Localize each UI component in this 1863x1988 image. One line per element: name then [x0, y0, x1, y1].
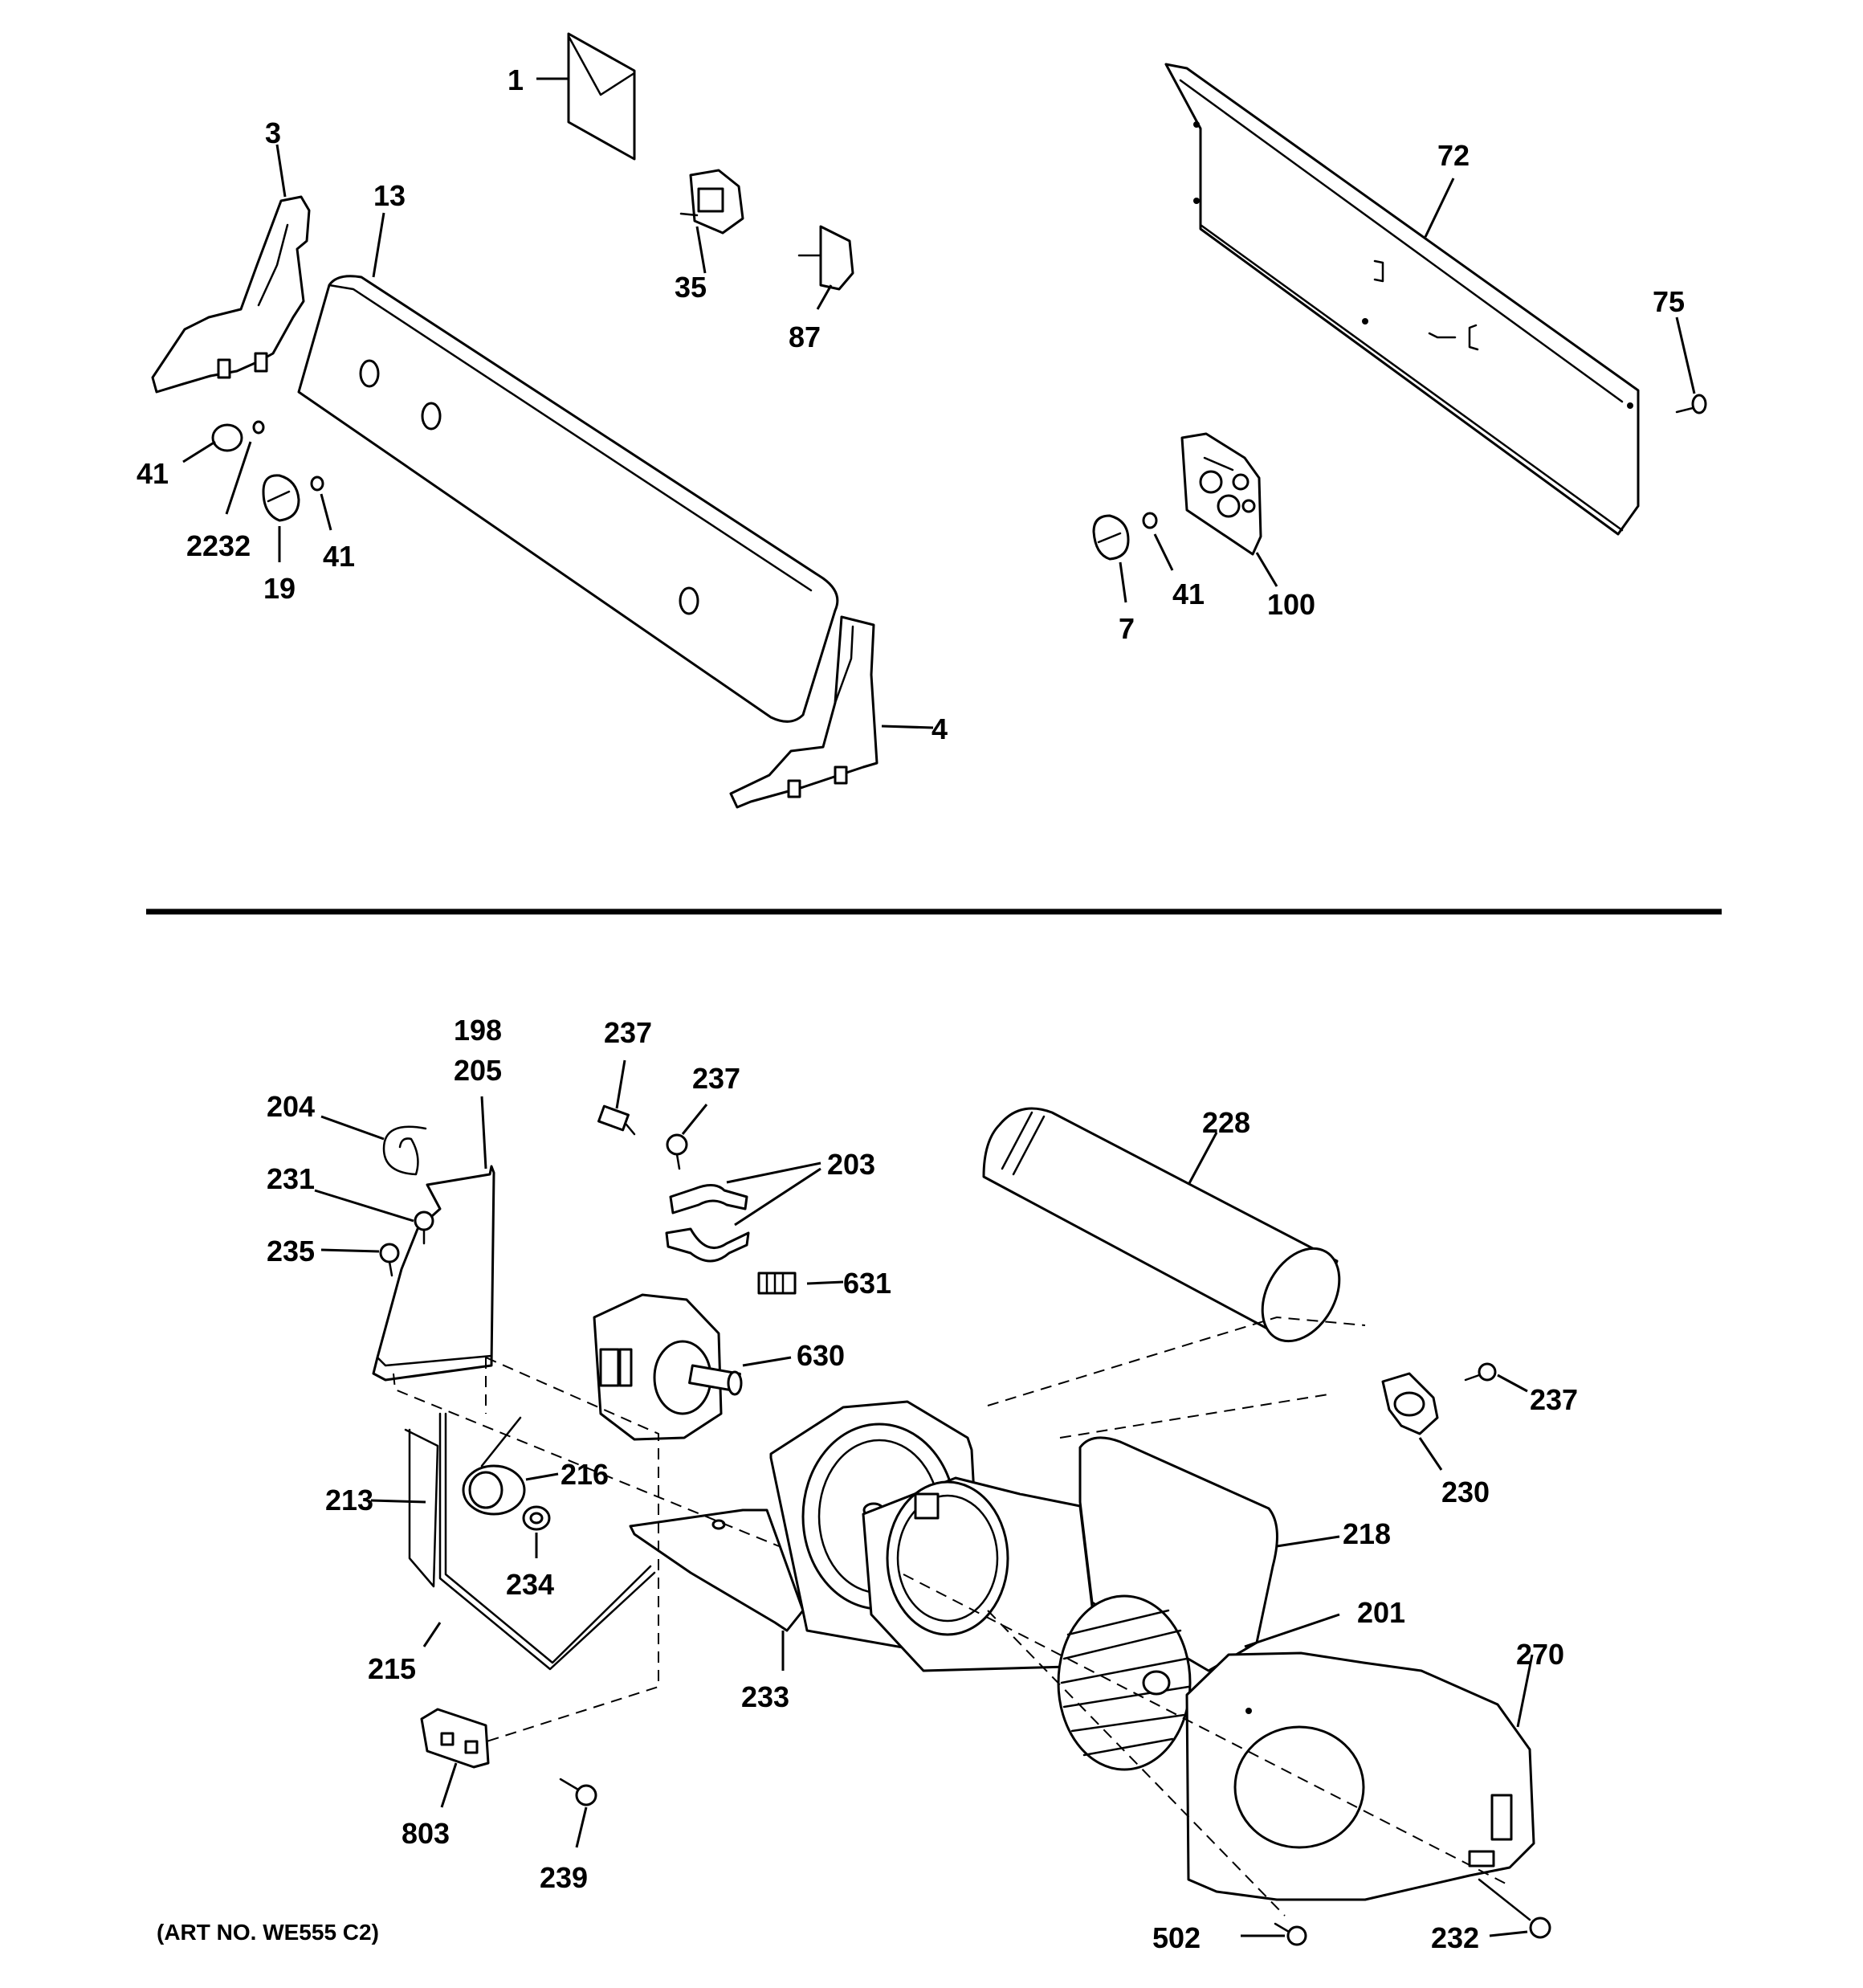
callout-41-c: 41: [1172, 578, 1205, 610]
callout-231: 231: [267, 1162, 315, 1195]
part-630-motor: [593, 1293, 743, 1441]
callout-228: 228: [1202, 1106, 1250, 1139]
callout-203: 203: [827, 1148, 875, 1181]
callout-204: 204: [267, 1090, 315, 1123]
part-19-knob: [262, 474, 300, 522]
callout-803: 803: [402, 1817, 450, 1850]
part-233-mount-plate: [629, 1508, 805, 1632]
callout-216: 216: [561, 1458, 609, 1491]
art-number-label: (ART NO. WE555 C2): [157, 1920, 379, 1945]
callout-205: 205: [454, 1054, 502, 1087]
callout-1: 1: [508, 63, 524, 96]
callout-232: 232: [1431, 1921, 1479, 1954]
part-502-screw: [1274, 1922, 1307, 1946]
callout-237-b: 237: [692, 1062, 740, 1095]
callout-502: 502: [1152, 1921, 1201, 1954]
part-232-screw: [1478, 1878, 1551, 1939]
callout-237-c: 237: [1530, 1383, 1578, 1416]
part-1-literature: [567, 32, 636, 161]
part-203-motor-clamp-upper: [669, 1184, 748, 1214]
callout-234: 234: [506, 1568, 554, 1601]
callout-41-a: 41: [137, 457, 169, 490]
part-41-knob-clip-b: [310, 476, 324, 492]
part-41-knob-clip-c: [1142, 512, 1158, 529]
callout-218: 218: [1343, 1517, 1391, 1550]
assembly-guide-lines: [393, 1316, 1506, 1917]
callout-239: 239: [540, 1861, 588, 1894]
callout-215: 215: [368, 1652, 416, 1685]
callout-270: 270: [1516, 1638, 1564, 1671]
part-215-idler-arm: [438, 1412, 656, 1671]
callout-13: 13: [373, 179, 406, 212]
callout-2232: 2232: [186, 529, 251, 562]
part-2232-spring-clip: [252, 420, 265, 435]
callout-72: 72: [1437, 139, 1470, 172]
callout-233: 233: [741, 1680, 789, 1713]
callout-631: 631: [843, 1267, 891, 1300]
callout-201: 201: [1357, 1596, 1405, 1629]
part-72-rear-panel: [1164, 63, 1640, 536]
callout-3: 3: [265, 116, 281, 149]
callout-41-b: 41: [323, 540, 355, 573]
part-230-thermostat: [1381, 1372, 1439, 1435]
part-87-switch: [797, 225, 854, 291]
callout-35: 35: [675, 271, 707, 304]
callout-87: 87: [789, 320, 821, 353]
callout-198: 198: [454, 1014, 502, 1047]
callout-235: 235: [267, 1235, 315, 1268]
part-7-knob: [1092, 514, 1130, 561]
callout-630: 630: [797, 1339, 845, 1372]
part-237-screw-b: [666, 1133, 688, 1170]
part-270-blower-housing-rear: [1185, 1651, 1535, 1901]
callout-4: 4: [932, 712, 948, 745]
part-3-end-cap-left: [151, 195, 311, 394]
callout-19: 19: [263, 572, 296, 605]
callout-75: 75: [1653, 285, 1685, 318]
part-213-idler-spring: [404, 1428, 439, 1588]
callout-7: 7: [1119, 612, 1135, 645]
part-631-block: [757, 1272, 797, 1295]
callout-230: 230: [1441, 1476, 1490, 1508]
part-231-screw: [414, 1210, 434, 1245]
part-13-backsplash: [297, 275, 839, 723]
part-803-switch: [420, 1708, 490, 1769]
part-100-timer: [1180, 432, 1262, 556]
callout-100: 100: [1267, 588, 1315, 621]
part-75-screw: [1675, 394, 1707, 414]
part-35-switch: [679, 169, 744, 235]
part-235-screw: [379, 1243, 400, 1277]
part-205-motor-bracket: [372, 1165, 495, 1382]
part-201-blower-wheel: [1057, 1594, 1192, 1771]
part-237-screw-a: [597, 1104, 636, 1136]
part-41-knob-clip-a: [211, 423, 243, 452]
part-234-pulley-bushing: [522, 1505, 551, 1531]
part-216-idler-pulley: [462, 1416, 526, 1516]
callout-213: 213: [325, 1484, 373, 1517]
callout-237-a: 237: [604, 1016, 652, 1049]
part-204-clip: [382, 1125, 427, 1176]
part-228-exhaust-duct: [982, 1107, 1341, 1343]
part-4-end-cap-right: [729, 615, 879, 809]
part-239-screw: [559, 1778, 597, 1806]
part-203-motor-clamp-lower: [665, 1227, 750, 1263]
part-237-screw-c: [1464, 1362, 1497, 1382]
